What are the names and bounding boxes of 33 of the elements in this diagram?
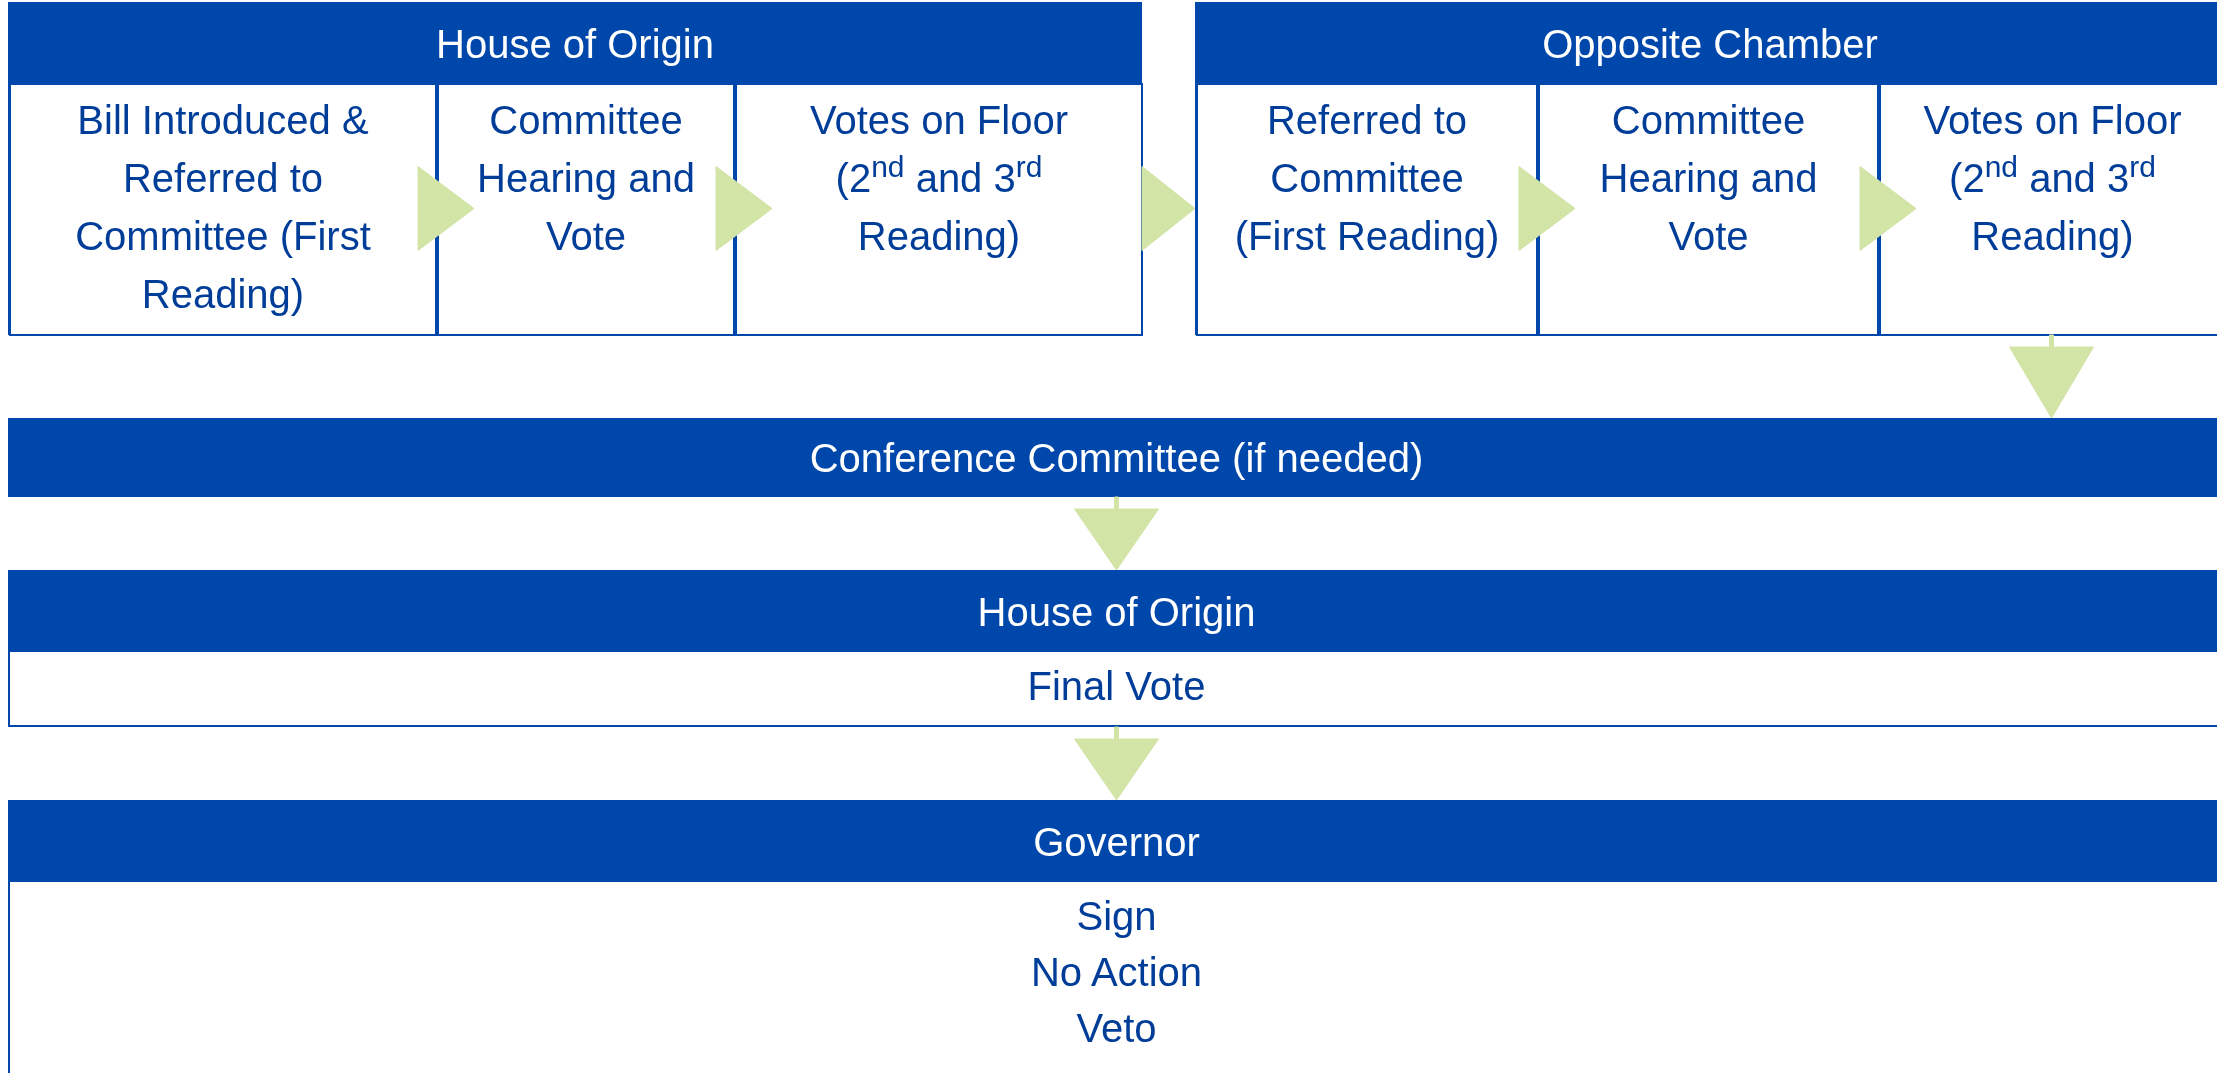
stage-panel xyxy=(1195,2,2217,335)
header-text: Conference Committee (if needed) xyxy=(809,434,1424,482)
header-text: House of Origin xyxy=(977,589,1256,636)
step-text: Referred to Committee (First Reading) xyxy=(1234,97,1500,260)
header-text: Opposite Chamber xyxy=(1542,21,1878,68)
stage-panel xyxy=(8,800,2217,1073)
step-text: Committee Hearing and Vote xyxy=(1598,97,1819,260)
chevron-arrow xyxy=(2009,334,2094,419)
body-text: Veto xyxy=(1076,1005,1157,1052)
body-text: Sign xyxy=(1076,893,1157,940)
step-text: Votes on Floor (2$^{nd}$ and 3$^{rd}$ Reading) xyxy=(1922,97,2183,260)
stage-panel xyxy=(8,570,2217,727)
chevron-arrow xyxy=(417,166,475,251)
body-text: No Action xyxy=(1030,949,1203,996)
step-text: Bill Introduced & Referred to Committee (First Reading) xyxy=(74,97,372,318)
step-box xyxy=(9,83,437,336)
step-box xyxy=(735,83,1143,336)
step-box xyxy=(1879,83,2217,336)
chevron-arrow xyxy=(1074,496,1159,571)
step-box xyxy=(1538,83,1879,336)
chevron-arrow xyxy=(1141,166,1196,251)
step-text: Votes on Floor (2$^{nd}$ and 3$^{rd}$ Reading) xyxy=(809,97,1069,260)
stage-panel xyxy=(8,2,1142,335)
chevron-arrow xyxy=(1518,166,1576,251)
chevron-arrow xyxy=(1859,166,1917,251)
header-text: House of Origin xyxy=(436,21,714,68)
chevron-arrow xyxy=(715,166,773,251)
step-box xyxy=(1196,83,1538,336)
chevron-arrow xyxy=(1074,726,1159,801)
step-box xyxy=(437,83,735,336)
body-text: Final Vote xyxy=(1027,663,1206,710)
step-text: Committee Hearing and Vote xyxy=(476,97,696,260)
header-text: Governor xyxy=(1033,819,1200,866)
